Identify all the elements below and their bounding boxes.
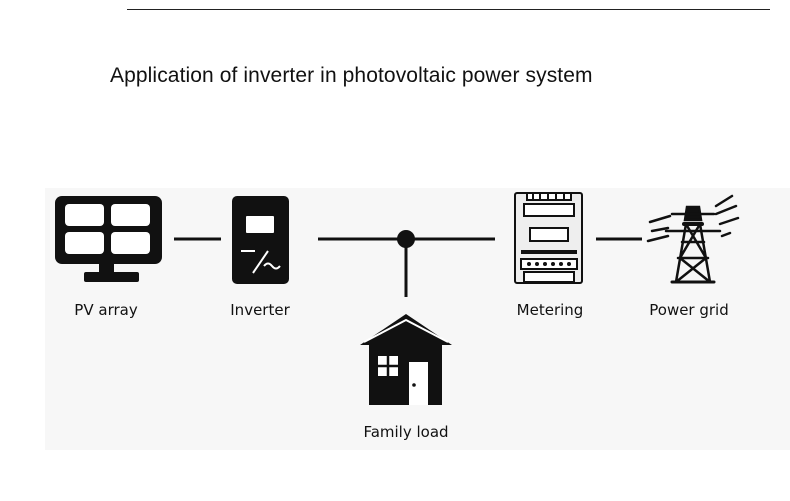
label-metering: Metering xyxy=(516,301,584,319)
label-power-grid: Power grid xyxy=(649,301,729,319)
connection-lines xyxy=(174,237,642,297)
top-rule xyxy=(127,9,770,10)
label-pv-array: PV array xyxy=(74,301,138,319)
label-family-load: Family load xyxy=(363,423,449,441)
label-inverter: Inverter xyxy=(230,301,290,319)
house-icon xyxy=(360,314,452,405)
diagram-title: Application of inverter in photovoltaic … xyxy=(110,64,593,87)
junction-node xyxy=(397,230,415,248)
electricity-meter-icon xyxy=(514,192,583,284)
transmission-tower-icon xyxy=(646,194,740,284)
inverter-icon xyxy=(232,196,289,284)
solar-panel-icon xyxy=(55,196,162,282)
